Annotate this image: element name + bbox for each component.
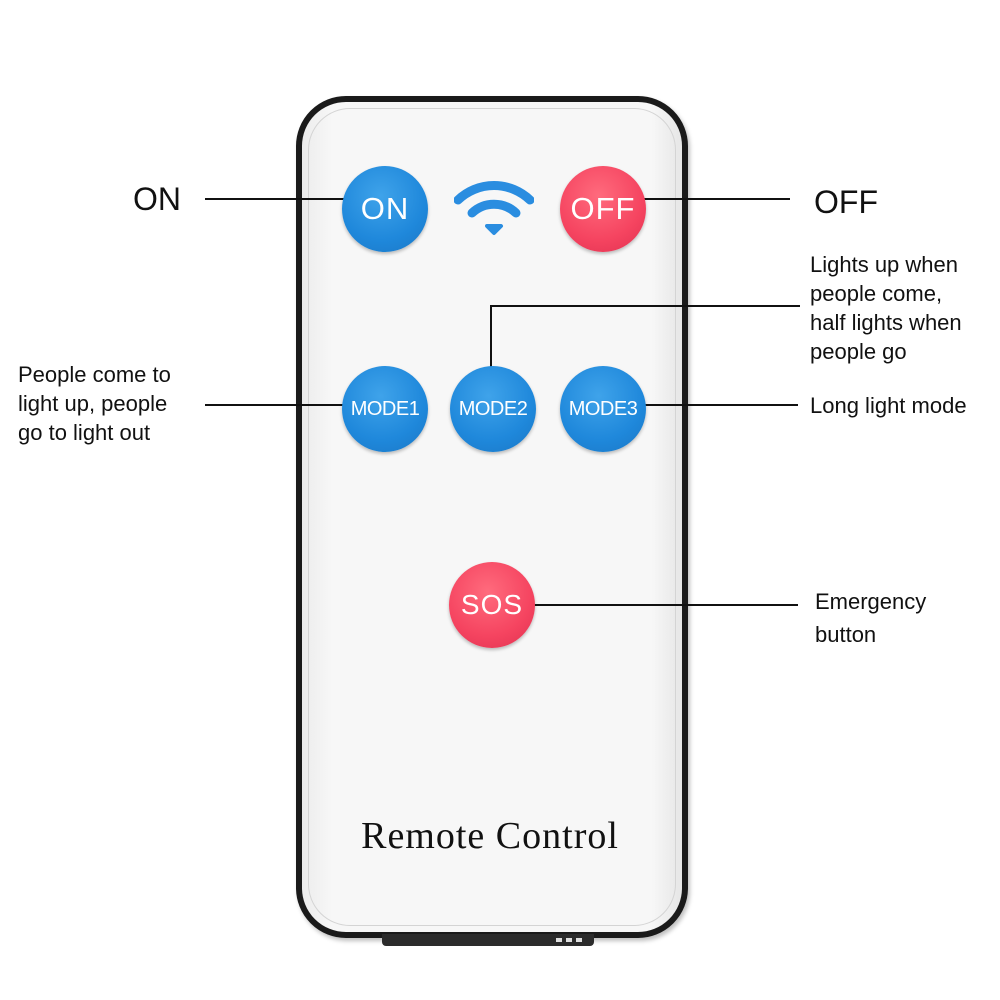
sos-label-line: button	[815, 622, 877, 647]
off-label: OFF	[814, 184, 878, 220]
mode1-label-line: People come to	[18, 362, 171, 387]
remote-foot-notch	[556, 938, 562, 942]
remote-foot-notch	[566, 938, 572, 942]
remote-brand-text: Remote Control	[361, 815, 619, 857]
mode2-callout-vline	[490, 305, 492, 375]
mode2-label: Lights up when people come, half lights …	[810, 250, 962, 366]
remote-foot-notch	[576, 938, 582, 942]
off-button[interactable]: OFF	[560, 166, 646, 252]
mode2-callout-line	[490, 305, 800, 307]
mode3-button[interactable]: MODE3	[560, 366, 646, 452]
mode1-label: People come to light up, people go to li…	[18, 360, 171, 447]
mode2-label-line: Lights up when	[810, 252, 958, 277]
remote-battery-slot	[382, 934, 594, 946]
on-label: ON	[133, 181, 181, 217]
mode1-label-line: light up, people	[18, 391, 168, 416]
mode2-label-line: half lights when	[810, 310, 962, 335]
mode3-callout-line	[640, 404, 798, 406]
off-callout-line	[640, 198, 790, 200]
sos-label-line: Emergency	[815, 589, 927, 614]
mode1-button[interactable]: MODE1	[342, 366, 428, 452]
on-callout-line	[205, 198, 350, 200]
remote-inner-bezel	[308, 108, 676, 926]
sos-callout-line	[530, 604, 798, 606]
wifi-signal-icon	[454, 181, 534, 235]
on-button[interactable]: ON	[342, 166, 428, 252]
mode2-label-line: people come,	[810, 281, 943, 306]
mode1-callout-line	[205, 404, 345, 406]
mode2-button[interactable]: MODE2	[450, 366, 536, 452]
sos-label: Emergency button	[815, 585, 926, 651]
mode3-label: Long light mode	[810, 393, 967, 418]
mode2-label-line: people go	[810, 339, 907, 364]
sos-button[interactable]: SOS	[449, 562, 535, 648]
mode1-label-line: go to light out	[18, 420, 151, 445]
